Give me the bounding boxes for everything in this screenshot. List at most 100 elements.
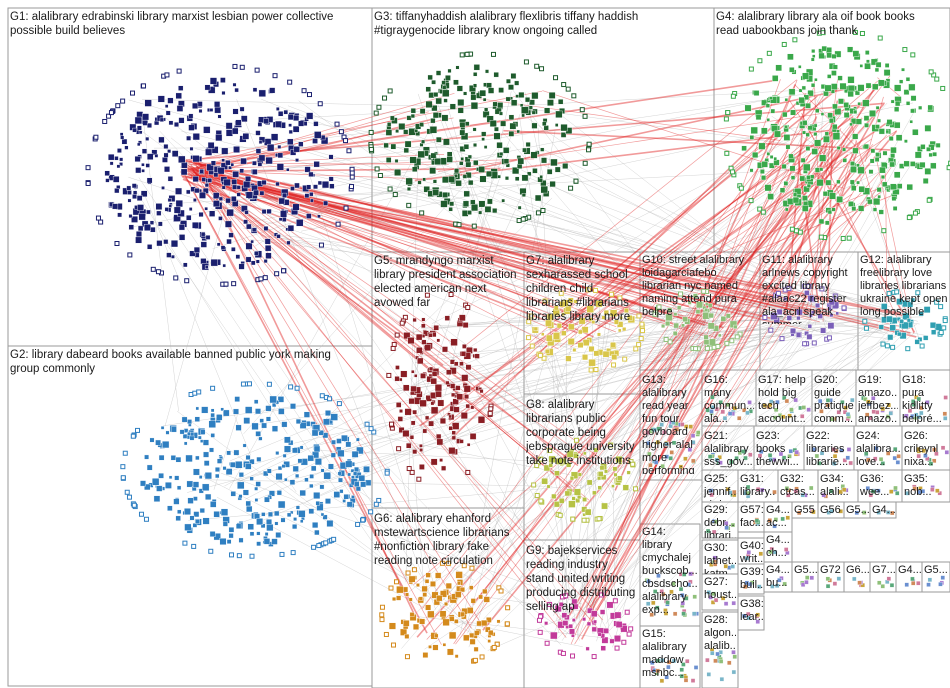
node[interactable] [216,414,222,420]
node[interactable] [209,211,215,217]
node[interactable] [182,417,187,422]
node[interactable] [586,647,590,651]
node[interactable] [571,654,575,658]
node[interactable] [430,168,436,174]
node[interactable] [585,509,591,515]
node[interactable] [882,182,887,187]
node[interactable] [856,181,859,184]
node[interactable] [793,193,797,197]
node[interactable] [433,645,439,651]
node[interactable] [537,618,541,622]
node[interactable] [597,333,600,336]
node[interactable] [193,176,199,182]
node[interactable] [637,343,641,347]
node[interactable] [796,333,801,338]
node[interactable] [387,122,391,126]
node[interactable] [313,185,317,189]
node[interactable] [522,175,528,181]
node[interactable] [911,53,915,57]
node[interactable] [312,138,317,143]
node[interactable] [518,206,521,209]
node[interactable] [592,627,597,632]
node[interactable] [790,110,795,115]
node[interactable] [178,86,183,91]
node[interactable] [413,318,417,322]
node[interactable] [338,450,345,457]
node[interactable] [862,100,869,107]
node[interactable] [884,69,890,75]
node[interactable] [829,193,836,200]
node[interactable] [137,143,140,146]
node[interactable] [704,340,709,345]
node[interactable] [941,86,945,90]
node[interactable] [186,215,191,220]
node[interactable] [665,321,670,326]
node[interactable] [217,167,224,174]
node[interactable] [141,163,144,166]
node[interactable] [848,76,855,83]
node[interactable] [236,255,240,259]
node[interactable] [932,152,936,156]
node[interactable] [155,440,160,445]
node[interactable] [825,221,829,225]
node[interactable] [356,438,359,441]
node[interactable] [519,92,525,98]
node[interactable] [448,176,454,182]
node[interactable] [418,181,422,185]
node[interactable] [177,105,183,111]
node[interactable] [412,449,416,453]
node[interactable] [340,489,344,493]
node[interactable] [264,497,269,502]
node[interactable] [832,124,837,129]
node[interactable] [571,517,575,521]
node[interactable] [109,111,113,115]
node[interactable] [162,441,169,448]
node[interactable] [250,554,254,558]
node[interactable] [279,198,285,204]
node[interactable] [470,200,475,205]
node[interactable] [236,524,241,529]
node[interactable] [442,81,446,85]
node[interactable] [306,214,311,219]
node[interactable] [705,658,709,662]
node[interactable] [416,347,422,353]
node[interactable] [282,422,288,428]
node[interactable] [151,267,155,271]
node[interactable] [938,582,942,586]
node[interactable] [194,247,200,253]
node[interactable] [473,84,477,88]
node[interactable] [430,118,435,123]
node[interactable] [293,517,296,520]
node[interactable] [550,181,556,187]
node[interactable] [819,155,826,162]
node[interactable] [446,370,451,375]
node[interactable] [166,253,171,258]
node[interactable] [622,640,626,644]
node[interactable] [490,120,497,127]
node[interactable] [250,532,254,536]
node[interactable] [876,106,879,109]
node[interactable] [926,147,930,151]
node[interactable] [275,272,279,276]
node[interactable] [790,227,794,231]
node[interactable] [865,50,869,54]
node[interactable] [406,178,413,185]
node[interactable] [309,192,313,196]
node[interactable] [406,443,411,448]
node[interactable] [811,49,815,53]
node[interactable] [545,641,549,645]
node[interactable] [492,645,496,649]
node[interactable] [119,158,122,161]
node[interactable] [423,429,427,433]
node[interactable] [260,419,264,423]
node[interactable] [463,322,468,327]
node[interactable] [555,167,560,172]
node[interactable] [877,581,881,585]
node[interactable] [256,260,259,263]
node[interactable] [115,242,119,246]
node[interactable] [426,573,431,578]
node[interactable] [835,108,841,114]
node[interactable] [261,512,265,516]
node[interactable] [195,456,199,460]
node[interactable] [281,518,285,522]
